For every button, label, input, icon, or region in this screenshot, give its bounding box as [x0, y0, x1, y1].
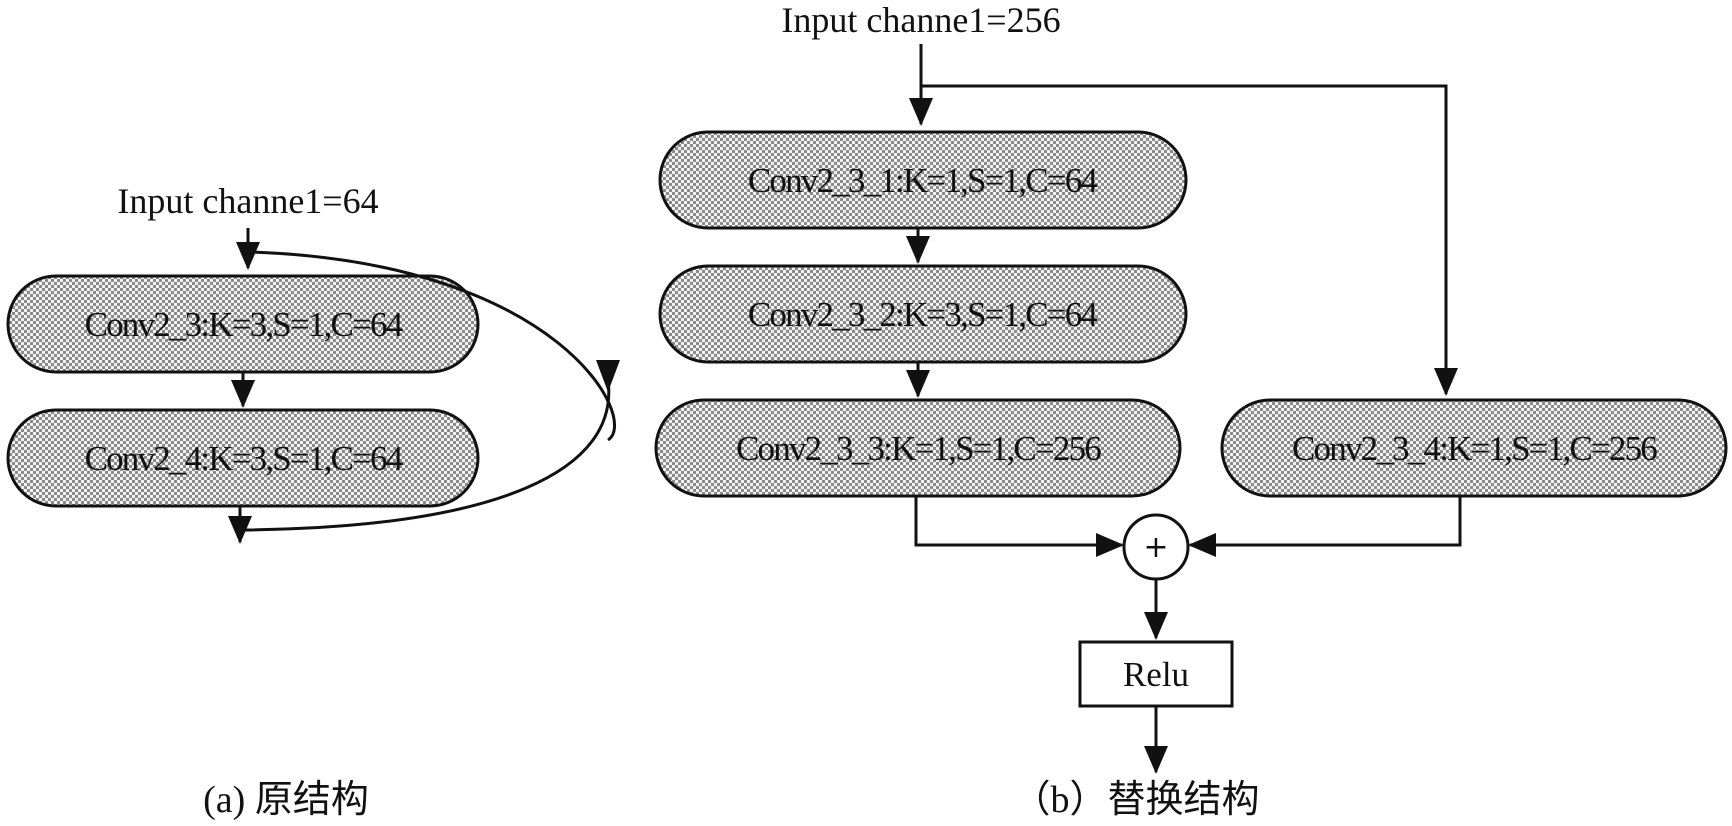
panel-b-node-conv2-3-3: [654, 398, 1182, 498]
panel-b-sum-symbol: +: [1143, 530, 1168, 565]
panel-b-main-to-sum-arrow: [914, 496, 1124, 557]
panel-a: Input channe1=64 Conv2_3:K=3,S=1,C=64 Co…: [6, 181, 620, 821]
panel-b-node-conv2-3-4: [1220, 398, 1728, 498]
panel-a-skip-curve-upper: [249, 250, 617, 442]
panel-b-input-label: Input channe1=256: [781, 0, 1060, 40]
panel-b-node-conv2-3-1: [658, 130, 1188, 230]
panel-b-caption: （b）替换结构: [1012, 779, 1259, 821]
panel-b-relu-node: [1078, 640, 1234, 708]
panel-b-relu-label: Relu: [1123, 655, 1189, 694]
panel-b: Input channe1=256 Conv2_3_1:K=1,S=1,C=64…: [654, 0, 1728, 821]
panel-a-node-conv2-4-label: Conv2_4:K=3,S=1,C=64: [85, 439, 403, 478]
panel-a-skip-curve-lower: [239, 379, 611, 532]
panel-b-node-conv2-3-1-label: Conv2_3_1:K=1,S=1,C=64: [748, 161, 1098, 200]
panel-a-node-conv2-4: [6, 408, 480, 508]
panel-b-node-conv2-3-2: [658, 264, 1188, 364]
panel-a-skip-arrowhead: [596, 360, 620, 392]
panel-a-input-label: Input channe1=64: [117, 181, 378, 221]
panel-a-caption: (a) 原结构: [203, 779, 369, 821]
panel-b-node-conv2-3-2-label: Conv2_3_2:K=3,S=1,C=64: [748, 295, 1098, 334]
panel-b-shortcut-to-sum-arrow: [1188, 496, 1462, 557]
panel-b-node-conv2-3-4-label: Conv2_3_4:K=1,S=1,C=256: [1292, 429, 1657, 468]
panel-b-shortcut-branch-arrow: [921, 84, 1458, 396]
panel-a-node-conv2-3-label: Conv2_3:K=3,S=1,C=64: [85, 305, 403, 344]
panel-b-node-conv2-3-3-label: Conv2_3_3:K=1,S=1,C=256: [736, 429, 1101, 468]
